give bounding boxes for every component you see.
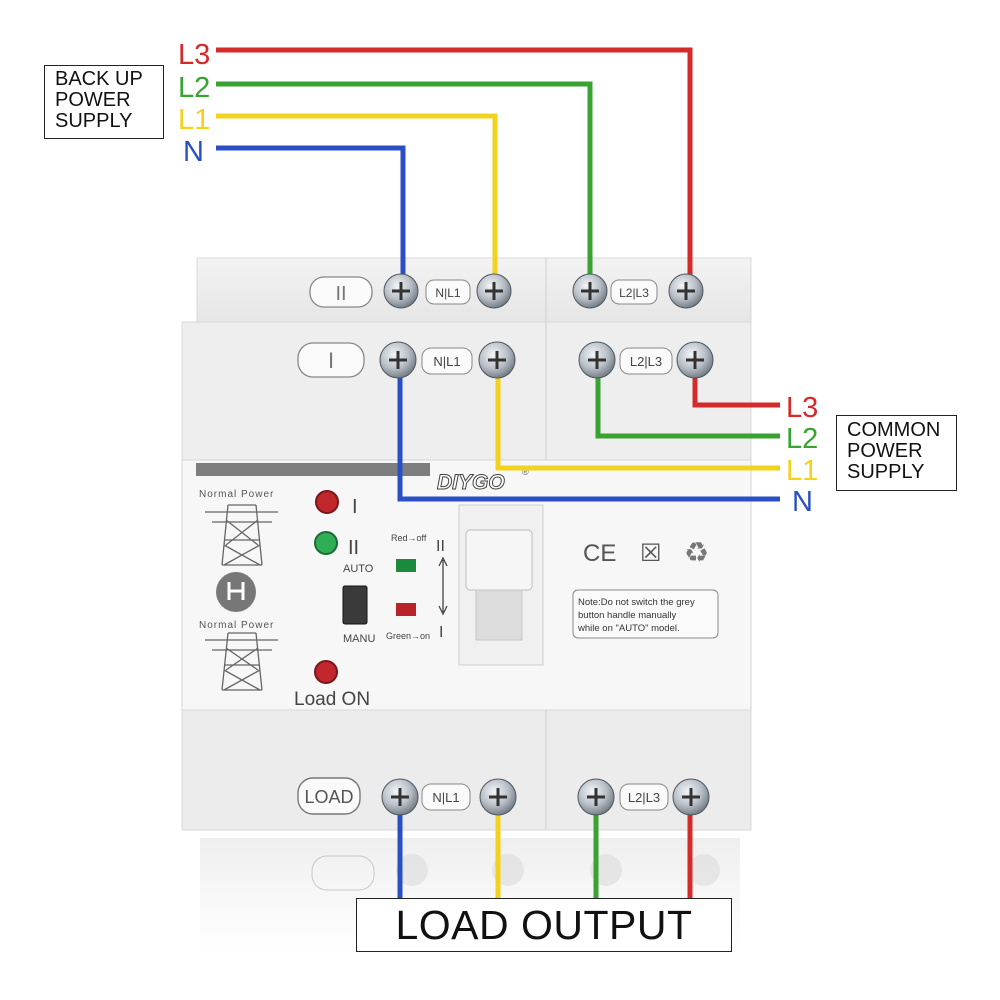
screw-icon [572, 273, 608, 309]
note-line-1: Note:Do not switch the grey [578, 597, 695, 608]
wire-backup-l2 [216, 81, 593, 290]
screw-icon [381, 778, 419, 816]
backup-line-1: BACK UP [55, 68, 143, 90]
manu-label: MANU [343, 633, 375, 645]
terminal-label-top-left: N|L1 [435, 286, 460, 300]
backup-label-l2: L2 [178, 72, 210, 104]
common-label-l1: L1 [786, 455, 818, 487]
common-line-2: POWER [847, 440, 923, 462]
green-on-label: Green→on [386, 631, 430, 641]
note-line-3: while on "AUTO" model. [577, 623, 680, 634]
green-indicator-led [314, 531, 338, 555]
wire-backup-n [216, 145, 406, 290]
wires [216, 47, 780, 900]
normal-power-label-2: Normal Power [199, 620, 274, 631]
screw-icon [672, 778, 710, 816]
row-mid-symbol: I [328, 348, 334, 373]
load-output-box: LOAD OUTPUT [356, 898, 732, 952]
screw-icon [379, 341, 417, 379]
terminal-label-mid-left: N|L1 [433, 354, 460, 369]
position-ii-label: II [436, 538, 445, 555]
row-bottom-load-label: LOAD [304, 787, 353, 807]
wire-common-n [397, 360, 780, 502]
ce-mark: CE [583, 540, 616, 567]
wire-backup-l1 [216, 113, 498, 290]
terminal-labels: N|L1 L2|L3 N|L1 L2|L3 N|L1 L2|L3 [421, 279, 673, 811]
green-status-window [396, 559, 416, 572]
terminal-screws [379, 273, 714, 816]
backup-line-2: POWER [55, 89, 131, 111]
screw-icon [383, 273, 419, 309]
wire-common-l2 [595, 360, 780, 439]
wire-common-l1 [495, 360, 780, 471]
auto-label: AUTO [343, 563, 374, 575]
brand-logo: DIYGO [437, 471, 505, 494]
terminal-label-top-right: L2|L3 [619, 286, 649, 300]
wire-backup-l3 [216, 47, 693, 290]
red-indicator-led [315, 490, 339, 514]
switch-handle[interactable] [465, 529, 533, 591]
common-label-l2: L2 [786, 423, 818, 455]
red-off-label: Red→off [391, 533, 427, 543]
screw-icon [476, 273, 512, 309]
screw-icon [577, 778, 615, 816]
load-on-led [314, 660, 338, 684]
terminal-label-bottom-right: L2|L3 [628, 790, 660, 805]
red-status-window [396, 603, 416, 616]
screw-icon [676, 341, 714, 379]
power-tower-icon [205, 632, 278, 691]
indicator-i-label: I [352, 496, 358, 518]
normal-power-label-1: Normal Power [199, 489, 274, 500]
screw-icon [479, 778, 517, 816]
weee-bin-icon: ☒ [640, 540, 662, 567]
indicator-ii-label: II [348, 537, 359, 559]
terminal-label-bottom-left: N|L1 [432, 790, 459, 805]
backup-label-l3: L3 [178, 39, 210, 71]
row-top-symbol: II [335, 283, 346, 305]
common-line-1: COMMON [847, 419, 941, 441]
power-tower-icon [205, 504, 278, 566]
recycle-icon: ♻ [684, 537, 709, 568]
backup-power-supply-box: BACK UP POWER SUPPLY [44, 65, 164, 139]
note-line-2: button handle manually [578, 610, 676, 621]
backup-label-l1: L1 [178, 104, 210, 136]
backup-label-n: N [183, 136, 204, 168]
load-on-label: Load ON [294, 689, 370, 710]
common-label-l3: L3 [786, 392, 818, 424]
terminal-label-mid-right: L2|L3 [630, 354, 662, 369]
screw-icon [578, 341, 616, 379]
transfer-switch-body [181, 257, 752, 948]
note-box [572, 589, 719, 639]
common-line-3: SUPPLY [847, 461, 925, 483]
common-label-n: N [792, 486, 813, 518]
screw-icon [668, 273, 704, 309]
common-power-supply-box: COMMON POWER SUPPLY [836, 415, 957, 491]
auto-manu-switch[interactable] [342, 585, 368, 625]
brand-registered-mark: ® [522, 467, 529, 477]
screw-icon [478, 341, 516, 379]
position-i-label: I [439, 624, 443, 641]
backup-line-3: SUPPLY [55, 110, 133, 132]
